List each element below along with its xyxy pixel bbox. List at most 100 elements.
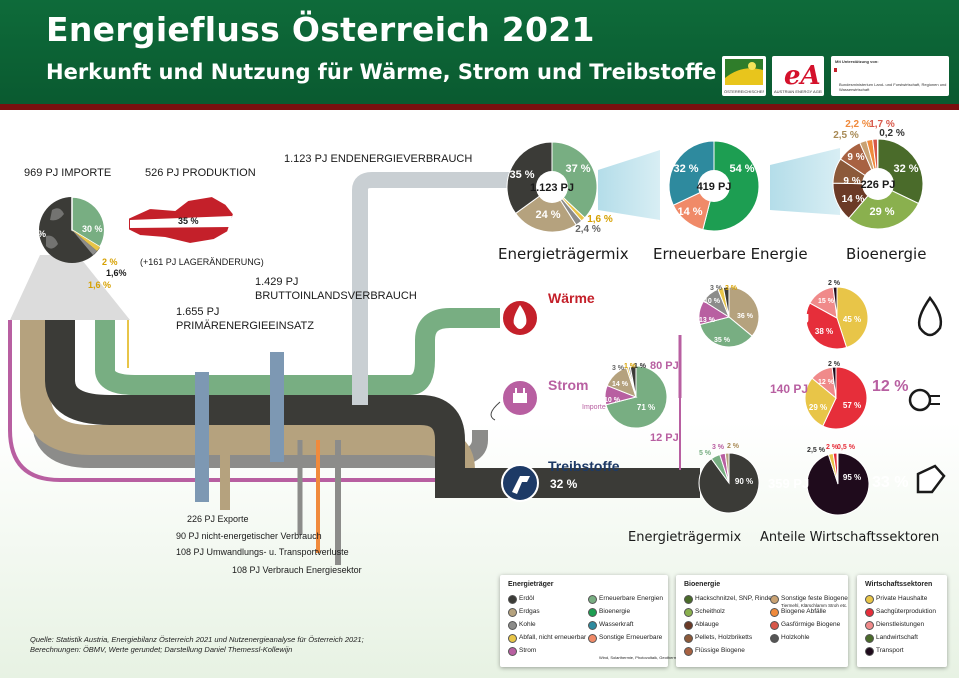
legend-swatch xyxy=(588,634,597,643)
legend-swatch xyxy=(508,621,517,630)
waerme-sek-pie-label: 2 % xyxy=(828,280,841,287)
legend-note: Wind, Solarthermie, Photovoltaik, Geothe… xyxy=(599,655,714,660)
legend-swatch xyxy=(684,647,693,656)
label-80pj: 80 PJ xyxy=(650,360,679,372)
legend-swatch xyxy=(684,621,693,630)
strom-sek-pie-label: 29 % xyxy=(809,403,827,412)
legend-item: Strom xyxy=(519,647,537,654)
header-stripe xyxy=(0,104,959,110)
logo1-text: ÖSTERREICHISCHER BIOMASSE-VERBAND xyxy=(724,89,764,94)
treib-mix-pie-label: 5 % xyxy=(699,450,712,457)
strom-mix-pie-slice-5 xyxy=(629,365,637,398)
ern-pie-label: 14 % xyxy=(677,206,702,218)
ern-pie-center-label: 419 PJ xyxy=(697,181,732,193)
label-globe-2: 2 % xyxy=(102,257,118,267)
logo2-text: AUSTRIAN ENERGY AGENCY xyxy=(774,89,822,94)
label-primaer-val: 1.655 PJ xyxy=(176,306,220,318)
waerme-sek-pie-slice-3 xyxy=(832,286,838,319)
bio-pie-label: 14 % xyxy=(842,194,865,205)
legend-swatch xyxy=(588,608,597,617)
page-subtitle: Herkunft und Nutzung für Wärme, Strom un… xyxy=(46,60,717,84)
strom-sek-pie-slice-3 xyxy=(831,366,837,399)
logo3-text: Bundesministerium Land- und Forstwirtsch… xyxy=(839,82,947,92)
legend-swatch xyxy=(508,647,517,656)
flow-kohle xyxy=(8,320,520,482)
strom-mix-pie-label: 3 % xyxy=(612,365,625,372)
legend-item: Dienstleistungen xyxy=(876,621,925,628)
waerme-mix-pie-label: 13 % xyxy=(699,317,716,324)
waerme-sek-pie-label: 38 % xyxy=(815,327,833,336)
label-energiesektor: 108 PJ Verbrauch Energiesektor xyxy=(232,565,362,575)
legend-swatch xyxy=(865,595,874,604)
legend-item: Sachgüterproduktion xyxy=(876,608,936,615)
label-importe-small: Importe xyxy=(582,404,606,411)
legend-swatch xyxy=(770,595,779,604)
label-bruttoinland: BRUTTOINLANDSVERBRAUCH xyxy=(255,290,417,302)
bio-pie-label: 32 % xyxy=(893,163,918,175)
legend-swatch xyxy=(865,634,874,643)
flame-end-icon xyxy=(917,295,943,337)
ern-pie-label: 54 % xyxy=(729,163,754,175)
treib-sek-pie-label: 0,5 % xyxy=(837,444,856,451)
label-treib-end: 33 % xyxy=(872,474,909,491)
legend-swatch xyxy=(684,608,693,617)
bio-pie-hole xyxy=(862,168,894,200)
legend-item: Bioenergie xyxy=(599,608,631,615)
waerme-mix-pie-label: 36 % xyxy=(737,313,754,320)
mix-pie-slice-3 xyxy=(514,186,577,233)
strom-mix-pie-label: 71 % xyxy=(637,403,655,412)
legend-swatch xyxy=(684,634,693,643)
legend-item: Transport xyxy=(876,647,904,654)
legend-item: Sonstige feste Biogene xyxy=(781,595,848,602)
legend-swatch xyxy=(508,595,517,604)
legend-swatch xyxy=(508,608,517,617)
label-globe-65: 65% xyxy=(28,229,47,239)
label-strom-pj: 140 PJ xyxy=(770,382,809,396)
nozzle-end-icon xyxy=(916,464,946,494)
cone-mix-erneuerbar xyxy=(598,150,660,220)
waerme-mix-pie-label: 3 % xyxy=(710,285,723,292)
svg-text:eA: eA xyxy=(784,61,821,91)
label-endenergie: 1.123 PJ ENDENERGIEVERBRAUCH xyxy=(284,153,473,165)
legend-item: Erdgas xyxy=(519,608,540,615)
label-waerme-pj: 613 PJ xyxy=(768,311,810,326)
flame-icon xyxy=(501,299,539,337)
strom-sek-pie-label: 12 % xyxy=(818,379,835,386)
mix-pie-label: 1,6 % xyxy=(587,214,613,225)
page-title: Energiefluss Österreich 2021 xyxy=(46,10,595,49)
label-nicht-energetisch: 90 PJ nicht-energetischer Verbrauch xyxy=(176,531,322,541)
header-banner xyxy=(0,0,959,110)
label-waerme-end: 55 % xyxy=(872,309,909,326)
label-treib-pj: 359 PJ xyxy=(768,476,810,491)
legend-swatch xyxy=(770,634,779,643)
label-produktion: 526 PJ PRODUKTION xyxy=(145,167,256,179)
title-energietraegermix: Energieträgermix xyxy=(498,245,629,263)
waerme-sek-pie-slice-0 xyxy=(836,286,869,349)
strom-sek-pie-label: 57 % xyxy=(843,401,861,410)
legend-swatch xyxy=(865,608,874,617)
label-globe-30: 30 % xyxy=(82,224,103,234)
strom-mix-pie-label: 14 % xyxy=(612,381,629,388)
mix-pie-label: 35 % xyxy=(509,169,534,181)
strom-sek-pie-label: 2 % xyxy=(828,361,841,368)
legend-swatch xyxy=(684,595,693,604)
treib-mix-pie-label: 90 % xyxy=(735,477,753,486)
flow-endenergie xyxy=(352,172,520,405)
label-waerme-pct: 47 % xyxy=(550,312,578,326)
mix-pie-label: 24 % xyxy=(535,209,560,221)
label-lageraenderung: (+161 PJ LAGERÄNDERUNG) xyxy=(140,257,264,267)
label-globe-16a: 1,6% xyxy=(106,268,127,278)
legend-swatch xyxy=(508,634,517,643)
energy-agency-logo: eA AUSTRIAN ENERGY AGENCY xyxy=(772,56,824,96)
legend-item: Landwirtschaft xyxy=(876,634,918,641)
legend-swatch xyxy=(588,621,597,630)
legend-item: Scheitholz xyxy=(695,608,725,615)
bio-pie-label: 29 % xyxy=(869,206,894,218)
biomasse-verband-logo: ÖSTERREICHISCHER BIOMASSE-VERBAND xyxy=(722,56,766,96)
legend-item: Pellets, Holzbriketts xyxy=(695,634,753,641)
label-waerme: Wärme xyxy=(548,290,595,306)
bio-pie-label: 0,2 % xyxy=(879,128,905,139)
cone-erneuerbar-bio xyxy=(770,148,840,215)
